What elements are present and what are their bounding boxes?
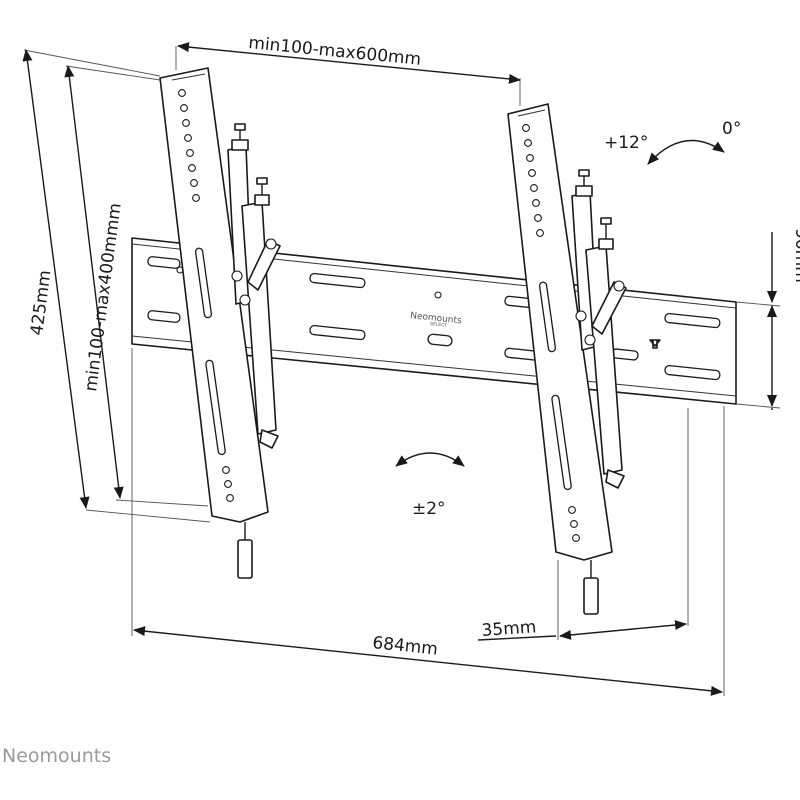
level-arc-arrow-icon [395,452,465,467]
label-height-outer: 425mm [27,269,55,337]
tilt-indicator: +12° 0° [604,119,741,165]
dimension-rail-height: 90mm [735,228,800,410]
label-rail-height: 90mm [791,228,800,283]
right-release-handle [583,577,599,615]
left-tilt-mechanism [227,123,281,449]
rail-logo-sub: SELECT [430,321,448,329]
tilt-arc-arrow-icon [647,139,725,165]
footer-brand-logo: Neomounts [2,745,111,767]
label-width-range: min100-max600mm [248,33,422,70]
label-tilt-zero: 0° [722,119,741,139]
dimension-width-range: min100-max600mm [175,33,521,106]
right-tilt-mechanism [571,169,627,489]
right-arm-holes [522,124,580,542]
label-level-adjust: ±2° [412,499,446,519]
label-tilt-up: +12° [604,133,648,153]
level-adjust-indicator: ±2° [395,452,465,519]
rail-up-arrow-icon [649,339,661,349]
right-mounting-arm [507,103,627,615]
dimension-depth: 35mm [477,408,689,641]
left-release-handle [237,539,253,579]
label-depth: 35mm [481,617,537,641]
left-arm-holes [178,89,234,502]
left-mounting-arm [159,67,281,579]
